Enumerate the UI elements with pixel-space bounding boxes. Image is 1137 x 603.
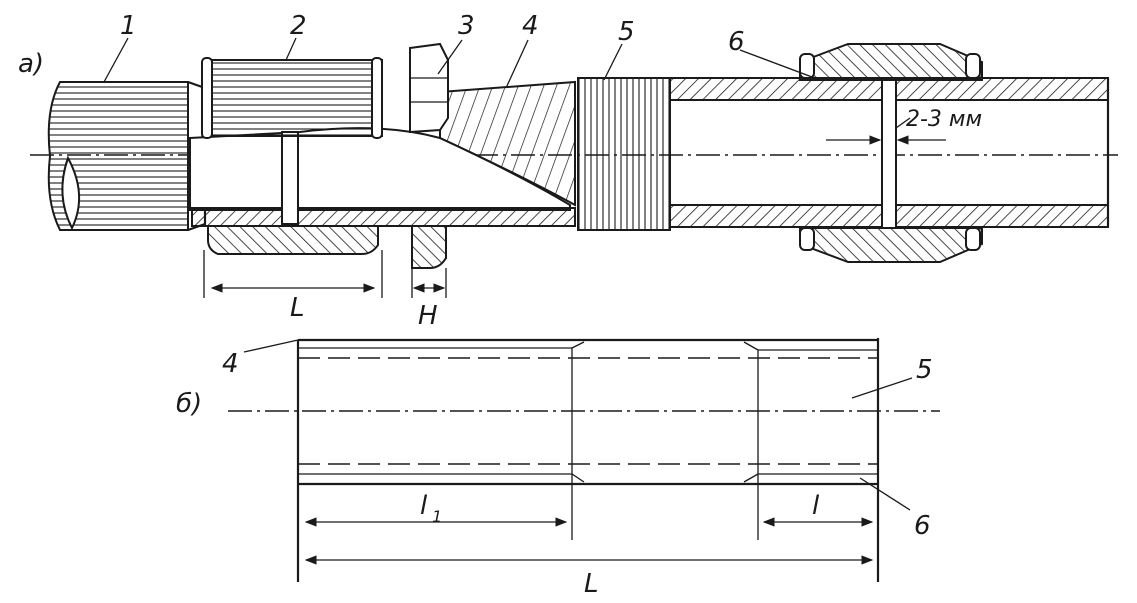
- panel-a-label: а): [18, 49, 44, 79]
- dim-H-label: H: [418, 301, 438, 331]
- label-part-2: 2: [290, 11, 307, 41]
- dim-l1-label: l: [420, 491, 428, 521]
- dim-l1-subscript: 1: [432, 507, 442, 526]
- gap-label: 2-3 мм: [906, 107, 982, 132]
- part-3-hex-washer: [409, 42, 449, 269]
- label-part-4: 4: [522, 11, 539, 41]
- dim-l-label: l: [812, 491, 820, 521]
- dim-L-top-label: L: [290, 293, 305, 323]
- label-part-1: 1: [120, 11, 137, 41]
- part-6-coupling-nut: [799, 43, 983, 263]
- panel-a: а): [18, 11, 1118, 331]
- nipple-body: [189, 80, 576, 227]
- panel-b: б) 4 5 6 l 1 l: [176, 338, 940, 599]
- part-2-locknut: [201, 57, 383, 255]
- panel-b-label-6: 6: [914, 511, 931, 541]
- panel-b-label: б): [176, 389, 202, 419]
- dim-L-label: L: [584, 569, 599, 599]
- part-1-pipe: [47, 80, 207, 232]
- dim-H: [411, 268, 447, 298]
- label-part-6: 6: [728, 27, 745, 57]
- part-5-coupling: [577, 77, 671, 231]
- right-pipe: [669, 77, 1110, 229]
- label-part-5: 5: [618, 17, 635, 47]
- label-part-3: 3: [458, 11, 475, 41]
- gap-dimension: [826, 117, 946, 145]
- dim-L-top: [203, 250, 383, 298]
- panel-b-label-5: 5: [916, 355, 933, 385]
- panel-a-leaders: [103, 37, 821, 89]
- panel-b-label-4: 4: [222, 349, 239, 379]
